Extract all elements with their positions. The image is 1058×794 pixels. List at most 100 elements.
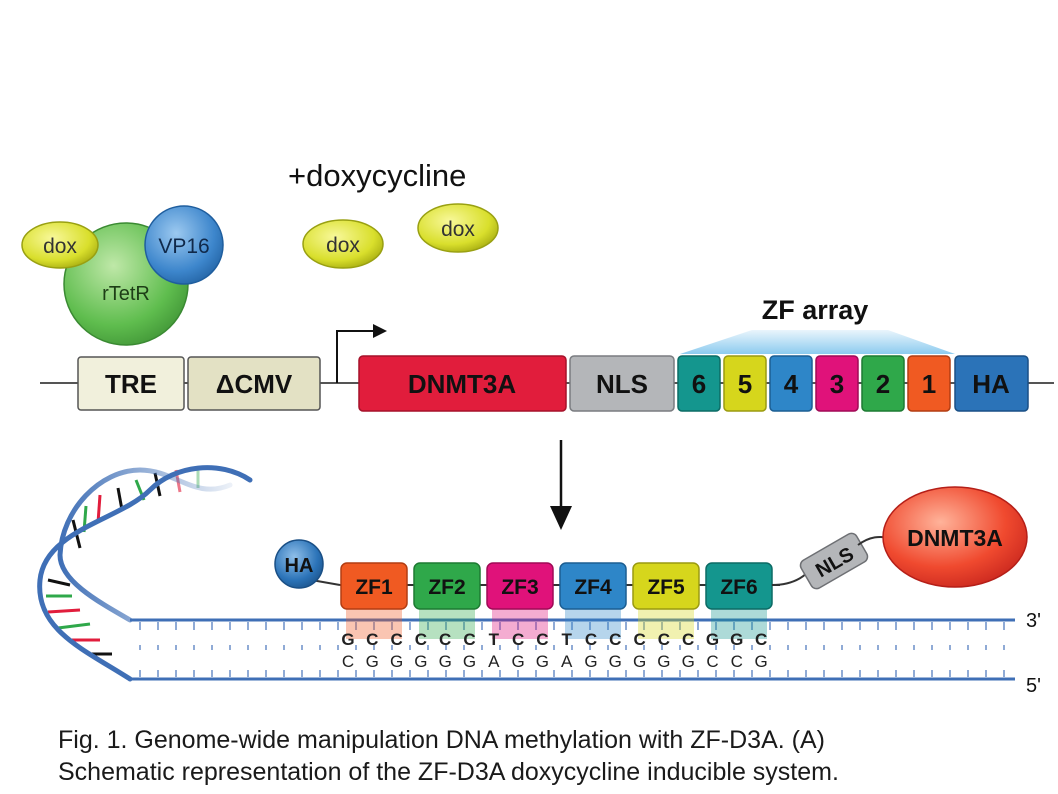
protein-zf5-label: ZF5: [647, 576, 685, 599]
protein-zf2: [413, 562, 481, 610]
dox-free-2: [417, 203, 499, 253]
dna-base: C: [390, 630, 402, 649]
dna-base: G: [536, 652, 549, 671]
dna-base: C: [755, 630, 767, 649]
dna-base: G: [414, 652, 427, 671]
dna-base: G: [609, 652, 622, 671]
dna-3prime-label: 3': [1026, 610, 1041, 632]
dna-base: C: [682, 630, 694, 649]
zf-box-4-label: 4: [784, 369, 799, 399]
zf-box-2: [861, 355, 905, 412]
dna-base: C: [585, 630, 597, 649]
zf-box-5-label: 5: [738, 369, 752, 399]
zf-box-3-label: 3: [830, 369, 844, 399]
caption-line-2: Schematic representation of the ZF-D3A d…: [58, 758, 839, 786]
dna-base: C: [512, 630, 524, 649]
nls-label: NLS: [596, 369, 648, 399]
protein-zf5: [632, 562, 700, 610]
dox-free-1: [302, 219, 384, 269]
dna-base: G: [754, 652, 767, 671]
zf-dna-contact-glows: [346, 609, 767, 639]
vp16-domain: [144, 205, 224, 285]
dna-base: G: [657, 652, 670, 671]
dna-base: G: [463, 652, 476, 671]
dna-base: T: [489, 630, 500, 649]
vp16-label: VP16: [158, 235, 209, 258]
dna-base: G: [584, 652, 597, 671]
protein-zf3: [486, 562, 554, 610]
dna-base: G: [439, 652, 452, 671]
promoter-arrow-head: [373, 324, 387, 338]
dna-base: A: [561, 652, 573, 671]
protein-nls: NLS: [799, 532, 869, 590]
zf-contact-glow: [711, 609, 767, 639]
expression-arrow-head: [550, 506, 572, 530]
tre-box: [77, 356, 185, 411]
zf-box-3: [815, 355, 859, 412]
zf-box-1: [907, 355, 951, 412]
nls-box: [569, 355, 675, 412]
protein-zf4: [559, 562, 627, 610]
dna-base: C: [706, 652, 718, 671]
zf-contact-glow: [565, 609, 621, 639]
dna-base: G: [390, 652, 403, 671]
dna-base: G: [633, 652, 646, 671]
tre-label: TRE: [105, 369, 157, 399]
zf-box-2-label: 2: [876, 369, 890, 399]
caption-line-1: Fig. 1. Genome-wide manipulation DNA met…: [58, 726, 825, 754]
protein-zf1: [340, 562, 408, 610]
zf-contact-glow: [419, 609, 475, 639]
protein-dnmt3a: [882, 486, 1028, 588]
cmv-label: ΔCMV: [216, 369, 293, 399]
dox-free-1-label: dox: [326, 234, 360, 257]
zf-box-6: [677, 355, 721, 412]
cmv-box: [187, 356, 321, 411]
dnmt3a-box: [358, 355, 567, 412]
zf-box-1-label: 1: [922, 369, 936, 399]
dna-base: G: [366, 652, 379, 671]
rtetr-label: rTetR: [102, 283, 150, 305]
protein-zf1-label: ZF1: [355, 576, 393, 599]
dna-base: G: [730, 630, 743, 649]
protein-zf6-label: ZF6: [720, 576, 757, 599]
protein-zf2-label: ZF2: [428, 576, 465, 599]
dna-base: A: [488, 652, 500, 671]
protein-dnmt3a-label: DNMT3A: [907, 525, 1003, 551]
dna-base: C: [342, 652, 354, 671]
zf-box-6-label: 6: [692, 369, 706, 399]
ha-box: [954, 355, 1029, 412]
dnmt3a-label: DNMT3A: [408, 369, 517, 399]
dna-base: C: [731, 652, 743, 671]
dna-base: G: [511, 652, 524, 671]
zf-contact-glow: [346, 609, 402, 639]
activator-complex: rTetR dox VP16: [21, 205, 224, 346]
zf-array-bracket: [680, 330, 955, 354]
dna-base: C: [536, 630, 548, 649]
inducer-label: +doxycycline: [288, 158, 466, 193]
protein-zf4-label: ZF4: [574, 576, 612, 599]
dna-base: C: [415, 630, 427, 649]
ha-label: HA: [972, 369, 1010, 399]
zf-array-label: ZF array: [762, 295, 869, 325]
promoter-arrow: [336, 330, 375, 383]
dna-base: C: [439, 630, 451, 649]
dna-base: T: [562, 630, 573, 649]
dna-base: C: [366, 630, 378, 649]
dna-base: G: [341, 630, 354, 649]
figure-caption: Fig. 1. Genome-wide manipulation DNA met…: [58, 724, 1038, 788]
protein-ha-label: HA: [285, 555, 314, 577]
zf-contact-glow: [492, 609, 548, 639]
dna-5prime-label: 5': [1026, 675, 1041, 697]
dox-bound: [21, 221, 99, 269]
dna-base: C: [463, 630, 475, 649]
zf-contact-glow: [638, 609, 694, 639]
protein-ha-tag: [274, 539, 324, 589]
dna-base: C: [633, 630, 645, 649]
dna-base: C: [658, 630, 670, 649]
dna-base: G: [706, 630, 719, 649]
protein-zf3-label: ZF3: [501, 576, 538, 599]
dox-bound-label: dox: [43, 235, 77, 258]
